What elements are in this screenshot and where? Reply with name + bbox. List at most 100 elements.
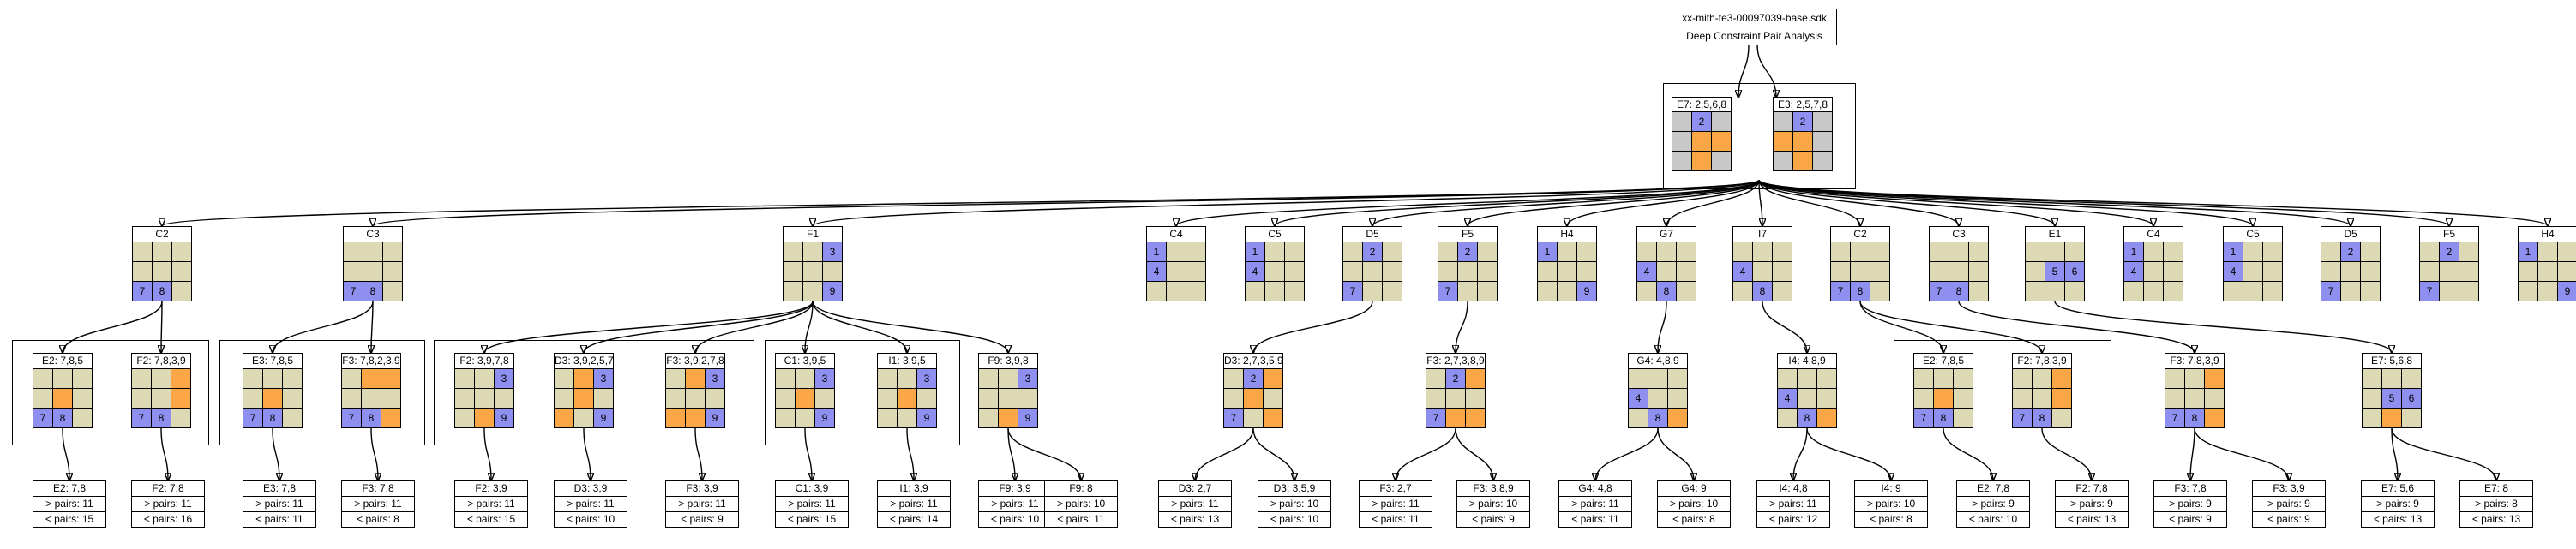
leaf-lesser-pairs: < pairs: 16 bbox=[132, 511, 204, 527]
edge-pair-leaf bbox=[2391, 427, 2496, 480]
grid-cell bbox=[73, 369, 92, 388]
edge-pair-leaf bbox=[1455, 427, 1493, 480]
grid-cell: 2 bbox=[2440, 242, 2459, 261]
grid-cell bbox=[1773, 262, 1792, 281]
grid-cell bbox=[2459, 282, 2478, 301]
grid-cell bbox=[2124, 282, 2143, 301]
grid-cell bbox=[2402, 369, 2421, 388]
node-label: E2: 7,8,5 bbox=[33, 353, 93, 369]
grid-cell bbox=[2065, 242, 2084, 261]
leaf-label: F3: 3,9 bbox=[686, 482, 718, 494]
grid-cell bbox=[455, 369, 474, 388]
leaf-greater-pairs: > pairs: 10 bbox=[1855, 496, 1927, 511]
grid-cell bbox=[1969, 282, 1988, 301]
node-label: F9: 3,9,8 bbox=[978, 353, 1038, 369]
grid-cell bbox=[1817, 369, 1836, 388]
leaf-greater-pairs: > pairs: 11 bbox=[555, 496, 627, 511]
leaf-greater-pairs: > pairs: 11 bbox=[342, 496, 414, 511]
node-label: G4: 4,8,9 bbox=[1628, 353, 1688, 369]
grid-cell bbox=[152, 369, 171, 388]
grid-cell bbox=[1426, 369, 1445, 388]
grid-cell bbox=[2363, 409, 2381, 427]
grid-cell bbox=[172, 242, 191, 261]
grid-cell bbox=[1363, 262, 1382, 281]
grid-cell bbox=[342, 369, 361, 388]
leaf-greater-pairs: > pairs: 11 bbox=[776, 496, 848, 511]
grid-cell bbox=[574, 409, 593, 427]
grid-cell bbox=[2402, 409, 2421, 427]
grid-cell bbox=[2361, 282, 2380, 301]
leaf-g4-4-8: G4: 4,8> pairs: 11< pairs: 11 bbox=[1558, 480, 1632, 528]
grid-cell bbox=[362, 389, 381, 408]
grid-cell bbox=[1930, 242, 1949, 261]
grid-cell bbox=[784, 262, 802, 281]
grid-cell bbox=[803, 262, 822, 281]
candidate-grid: 2 bbox=[1773, 111, 1833, 171]
grid-cell bbox=[475, 369, 494, 388]
grid-cell: 1 bbox=[1246, 242, 1264, 261]
grid-cell bbox=[2205, 409, 2224, 427]
grid-cell bbox=[1817, 409, 1836, 427]
grid-cell bbox=[2164, 282, 2183, 301]
node-label: G7 bbox=[1636, 226, 1696, 242]
grid-cell: 8 bbox=[2033, 409, 2051, 427]
grid-cell bbox=[1949, 242, 1968, 261]
grid-cell bbox=[2033, 389, 2051, 408]
grid-cell: 7 bbox=[2321, 282, 2340, 301]
grid-cell: 9 bbox=[495, 409, 513, 427]
grid-cell bbox=[1969, 262, 1988, 281]
grid-cell bbox=[344, 242, 363, 261]
root-cluster bbox=[1663, 83, 1856, 189]
grid-cell bbox=[2263, 282, 2282, 301]
leaf-d3-3-9: D3: 3,9> pairs: 11< pairs: 10 bbox=[554, 480, 627, 528]
leaf-lesser-pairs: < pairs: 9 bbox=[666, 511, 738, 527]
leaf-greater-pairs: > pairs: 11 bbox=[878, 496, 950, 511]
grid-cell: 7 bbox=[1343, 282, 1362, 301]
leaf-i4-4-8: I4: 4,8> pairs: 11< pairs: 12 bbox=[1756, 480, 1830, 528]
leaf-label: I4: 9 bbox=[1881, 482, 1901, 494]
leaf-i1-3-9: I1: 3,9> pairs: 11< pairs: 14 bbox=[877, 480, 951, 528]
leaf-f9-8: F9: 8> pairs: 10< pairs: 11 bbox=[1044, 480, 1118, 528]
grid-cell bbox=[1831, 242, 1850, 261]
title-subtitle: Deep Constraint Pair Analysis bbox=[1672, 27, 1836, 45]
grid-cell bbox=[555, 409, 573, 427]
leaf-label: E3: 7,8 bbox=[262, 482, 297, 494]
leaf-c1-3-9: C1: 3,9> pairs: 11< pairs: 15 bbox=[775, 480, 849, 528]
grid-cell bbox=[1648, 369, 1667, 388]
grid-cell bbox=[796, 369, 814, 388]
grid-cell bbox=[999, 389, 1018, 408]
node-label: C4 bbox=[2123, 226, 2183, 242]
grid-cell bbox=[1692, 132, 1711, 151]
grid-cell bbox=[776, 369, 795, 388]
grid-cell: 1 bbox=[2519, 242, 2537, 261]
grid-cell: 2 bbox=[1692, 112, 1711, 131]
leaf-label: D3: 3,5,9 bbox=[1273, 482, 1316, 494]
grid-cell bbox=[172, 262, 191, 281]
grid-cell bbox=[1813, 112, 1832, 131]
grid-cell bbox=[1813, 132, 1832, 151]
grid-cell bbox=[1285, 282, 1304, 301]
grid-cell bbox=[1244, 389, 1263, 408]
grid-cell bbox=[686, 369, 705, 388]
grid-cell bbox=[803, 242, 822, 261]
grid-cell bbox=[344, 262, 363, 281]
leaf-greater-pairs: > pairs: 11 bbox=[455, 496, 527, 511]
grid-cell bbox=[1285, 242, 1304, 261]
grid-cell bbox=[1383, 242, 1402, 261]
edge-pair-leaf bbox=[1195, 427, 1254, 480]
leaf-lesser-pairs: < pairs: 13 bbox=[2056, 511, 2128, 527]
leaf-label: E2: 7,8 bbox=[52, 482, 87, 494]
leaf-label: G4: 4,8 bbox=[1578, 482, 1612, 494]
grid-cell: 8 bbox=[1934, 409, 1953, 427]
grid-cell bbox=[1478, 282, 1497, 301]
edge-root-cell bbox=[1758, 179, 2449, 226]
grid-cell bbox=[686, 409, 705, 427]
edge-pair-leaf bbox=[1657, 427, 1694, 480]
